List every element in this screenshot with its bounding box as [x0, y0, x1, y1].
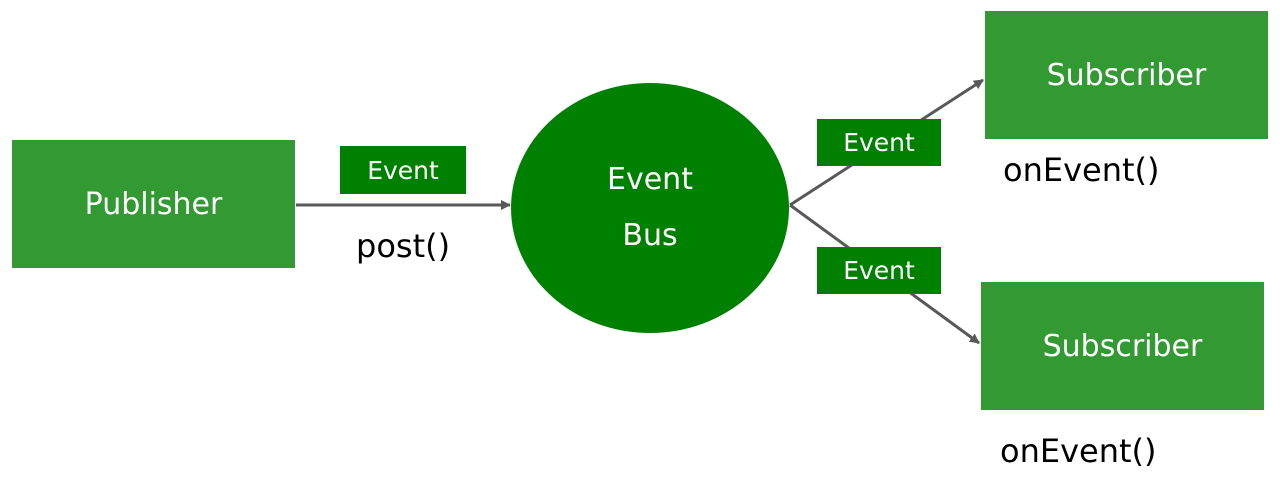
subscriber-node-bottom: Subscriber — [981, 282, 1264, 410]
subscriber-label-top: Subscriber — [1046, 57, 1207, 93]
subscriber-method-bottom: onEvent() — [1000, 432, 1157, 470]
upper-event-label: Event — [843, 128, 915, 157]
subscriber-method-top: onEvent() — [1003, 151, 1160, 189]
post-method-label: post() — [356, 227, 451, 265]
upper-event-tag: Event — [817, 119, 941, 166]
event-bus-label-line1: Event — [607, 162, 693, 197]
event-bus-node: Event Bus — [511, 83, 789, 333]
event-bus-label-line2: Bus — [622, 218, 678, 253]
post-event-label: Event — [367, 155, 439, 185]
lower-event-tag: Event — [817, 247, 941, 294]
post-event-tag: Event — [340, 146, 466, 194]
subscriber-label-bottom: Subscriber — [1042, 328, 1203, 364]
lower-event-label: Event — [843, 256, 915, 285]
publisher-label: Publisher — [84, 186, 223, 222]
publisher-node: Publisher — [12, 140, 295, 268]
subscriber-node-top: Subscriber — [985, 11, 1268, 139]
